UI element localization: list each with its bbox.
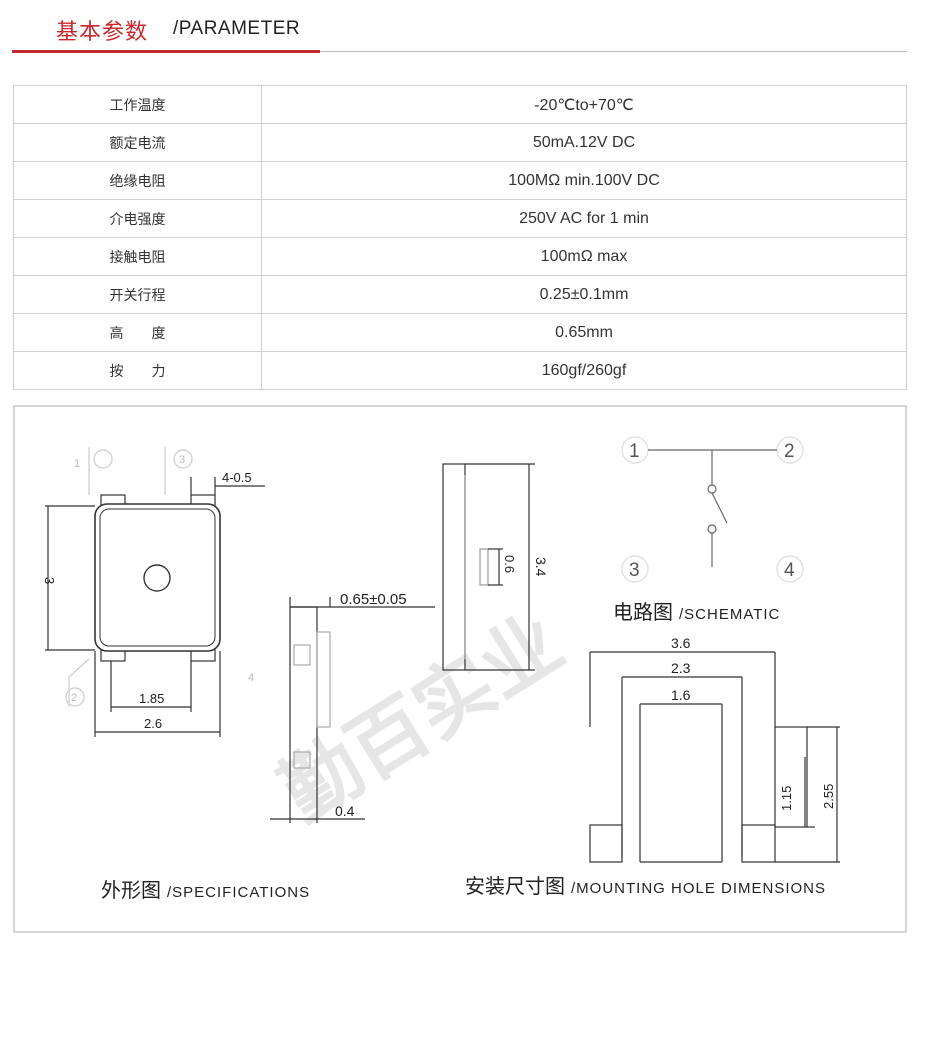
pin-ghost-circle <box>93 449 113 469</box>
profile-body <box>442 463 466 671</box>
watermark-text: 勤百实业 <box>266 598 578 840</box>
param-value: 0.25±0.1mm <box>261 275 907 314</box>
profile-actuator <box>479 548 489 586</box>
caption-schematic: 电路图/SCHEMATIC <box>613 596 780 625</box>
dim-actuator-height: 0.6 <box>502 555 517 573</box>
header-accent-bar <box>12 50 320 53</box>
pin-ghost-circle <box>173 449 193 469</box>
pin-label: 4 <box>248 672 254 684</box>
param-value: 160gf/260gf <box>261 351 907 390</box>
schematic-contact <box>707 484 717 494</box>
schematic-switch-arm <box>711 492 728 524</box>
dim-thickness: 0.65±0.05 <box>340 591 407 608</box>
spec-side-view <box>270 597 435 823</box>
dim-total-height: 3.4 <box>533 557 549 577</box>
switch-body-inner <box>99 508 216 647</box>
param-label: 绝缘电阻 <box>13 161 262 200</box>
caption-mounting: 安装尺寸图/MOUNTING HOLE DIMENSIONS <box>465 870 826 899</box>
caption-en: /SCHEMATIC <box>679 606 781 623</box>
caption-en: /MOUNTING HOLE DIMENSIONS <box>571 880 827 897</box>
spec-front-view <box>45 447 265 737</box>
schematic-diagram <box>621 436 804 583</box>
schematic-pin-label: 4 <box>784 560 795 581</box>
profile-view <box>442 463 535 671</box>
dim-pin-width: 4-0.5 <box>222 470 252 485</box>
schematic-contact <box>707 524 717 534</box>
mounting-diagram <box>589 651 840 863</box>
side-detail <box>293 751 311 769</box>
caption-en: /SPECIFICATIONS <box>167 884 311 901</box>
pin-label: 1 <box>74 458 80 470</box>
param-label: 按 力 <box>13 351 262 390</box>
side-detail <box>293 644 311 666</box>
section-header: 基本参数 /PARAMETER <box>0 0 931 60</box>
dim-mount-a: 3.6 <box>671 635 691 651</box>
dim-mount-b: 2.3 <box>671 660 691 676</box>
section-title-en: /PARAMETER <box>173 18 301 39</box>
param-label: 开关行程 <box>13 275 262 314</box>
dim-inner-width: 1.85 <box>139 691 164 706</box>
mounting-pad <box>774 726 808 828</box>
pin-label: 3 <box>179 454 185 466</box>
pin-ghost-line <box>68 658 90 707</box>
schematic-pin-circle <box>621 555 649 583</box>
dim-mount-c: 1.6 <box>671 687 691 703</box>
side-actuator <box>316 631 331 728</box>
param-value: 0.65mm <box>261 313 907 352</box>
param-label: 介电强度 <box>13 199 262 238</box>
header-divider <box>12 51 907 52</box>
schematic-pin-label: 3 <box>629 560 640 581</box>
section-title-cn: 基本参数 <box>56 20 149 45</box>
switch-body-outline <box>94 503 221 652</box>
param-value: 250V AC for 1 min <box>261 199 907 238</box>
dim-height: 3 <box>42 577 57 584</box>
param-value: 100mΩ max <box>261 237 907 276</box>
dim-outer-width: 2.6 <box>144 716 162 731</box>
actuator-circle <box>143 564 171 592</box>
param-label: 额定电流 <box>13 123 262 162</box>
schematic-pin-label: 2 <box>784 441 795 462</box>
caption-cn: 电路图 <box>613 600 673 624</box>
dim-mount-d: 1.15 <box>779 786 794 811</box>
dim-mount-e: 2.55 <box>821 784 836 809</box>
pin-label: 2 <box>71 692 77 704</box>
caption-cn: 外形图 <box>101 878 161 902</box>
schematic-pin-label: 1 <box>629 441 640 462</box>
mounting-pad <box>589 824 623 863</box>
pin-ghost-circle <box>65 687 85 707</box>
dim-pin-thickness: 0.4 <box>335 803 355 819</box>
param-label: 接触电阻 <box>13 237 262 276</box>
param-label: 高 度 <box>13 313 262 352</box>
param-value: -20℃to+70℃ <box>261 85 907 124</box>
caption-specifications: 外形图/SPECIFICATIONS <box>101 874 310 903</box>
param-value: 50mA.12V DC <box>261 123 907 162</box>
schematic-pin-circle <box>776 555 804 583</box>
caption-cn: 安装尺寸图 <box>465 874 565 898</box>
drawing-canvas: 勤百实业 <box>42 436 840 863</box>
param-label: 工作温度 <box>13 85 262 124</box>
mounting-pad <box>741 824 776 863</box>
table-row: 工作温度-20℃to+70℃ <box>13 85 907 124</box>
param-value: 100MΩ min.100V DC <box>261 161 907 200</box>
technical-drawing-panel: 勤百实业 <box>13 405 907 933</box>
